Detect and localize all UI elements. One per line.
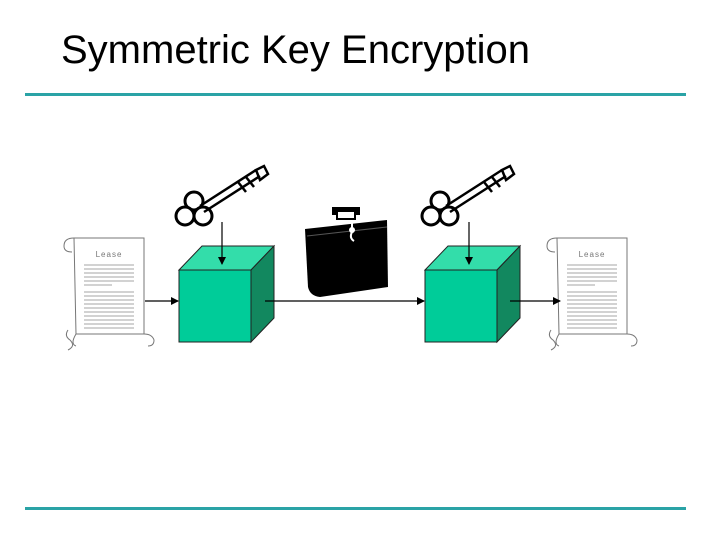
encrypt-box [177, 244, 276, 344]
locked-briefcase-icon [305, 207, 388, 297]
key-icon [420, 164, 516, 227]
document-heading: Lease [579, 250, 606, 259]
decrypted-document: Lease [546, 237, 638, 351]
key-icon [174, 164, 270, 227]
plaintext-document: Lease [63, 237, 155, 351]
decrypt-box [423, 244, 522, 344]
footer-divider [25, 507, 686, 510]
document-heading: Lease [96, 250, 123, 259]
diagram-arrows [145, 222, 561, 305]
title-divider [25, 93, 686, 96]
slide-title: Symmetric Key Encryption [61, 28, 531, 72]
